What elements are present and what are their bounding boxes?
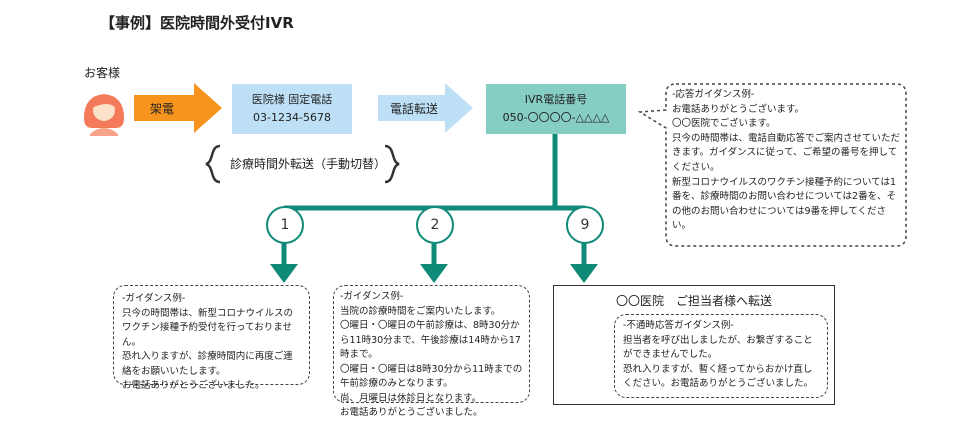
guidance-1-box: -ガイダンス例- 只今の時間帯は、新型コロナウイルスのワクチン接種予約受付を行っ…: [113, 285, 310, 391]
ivr-number-box: IVR電話番号 050-〇〇〇〇-△△△△: [486, 84, 626, 134]
guidance-2-line: 尚、月曜日は休診日となります。: [340, 392, 482, 404]
caller-woman-icon: [84, 94, 124, 136]
guidance-2-line: 〇曜日・〇曜日は8時30分から11時までの午前診療のみとなります。: [340, 363, 523, 390]
guidance-1-line: お電話ありがとうございました。: [122, 380, 265, 391]
transfer-guidance-line: -不通時応答ガイダンス例-: [623, 320, 734, 331]
guidance-1-line: 恐れ入りますが、診療時間内に再度ご連絡をお願いいたします。: [122, 351, 293, 377]
call-label: 架電: [150, 102, 175, 116]
left-brace: [205, 144, 221, 184]
guidance-main-bubble: [637, 83, 907, 247]
transfer-guidance-line: 恐れ入りますが、暫く経ってからおかけ直しください。お電話ありがとうございました。: [623, 363, 814, 390]
guidance-main-line: お電話ありがとうございます。: [672, 103, 805, 115]
right-brace: [384, 144, 400, 184]
hospital-phone-title: 医院様 固定電話: [251, 93, 333, 106]
guidance-2-line: 当院の診療時間をご案内いたします。: [340, 305, 501, 317]
ivr-number-title: IVR電話番号: [524, 93, 588, 106]
guidance-main-line: 〇〇医院でございます。: [672, 118, 776, 130]
guidance-2-line: お電話ありがとうございました。: [340, 407, 483, 418]
guidance-main-line: 新型コロナウイルスのワクチン接種予約については1番を、診療時間のお問い合わせにつ…: [672, 176, 897, 232]
guidance-main-line: 只今の時間帯は、電話自動応答でご案内させていただきます。ガイダンスに従って、ご希…: [672, 132, 901, 173]
guidance-2-line: -ガイダンス例-: [340, 291, 404, 302]
guidance-main-line: -応答ガイダンス例-: [672, 89, 755, 100]
branch-9-circle: 9: [566, 206, 604, 244]
forward-arrow: [378, 83, 473, 133]
branch-9-arrowhead: [570, 264, 598, 283]
staff-transfer-box: 〇〇医院 ご担当者様へ転送 -不通時応答ガイダンス例- 担当者を呼び出しましたが…: [553, 285, 835, 405]
branch-2-circle: 2: [416, 206, 454, 244]
guidance-2-line: 〇曜日・〇曜日の午前診療は、8時30分から11時30分まで、午後診療は14時から…: [340, 320, 521, 360]
hospital-phone-box: 医院様 固定電話 03-1234-5678: [232, 84, 352, 134]
after-hours-transfer-note: 診療時間外転送（手動切替）: [230, 157, 387, 171]
transfer-guidance-line: 担当者を呼び出しましたが、お繋ぎすることができませんでした。: [623, 334, 813, 361]
branch-1-arrowhead: [270, 264, 298, 283]
guidance-1-line: 只今の時間帯は、新型コロナウイルスのワクチン接種予約受付を行っておりません。: [122, 307, 294, 348]
transfer-guidance-box: -不通時応答ガイダンス例- 担当者を呼び出しましたが、お繋ぎすることができません…: [614, 314, 828, 398]
page-title: 【事例】医院時間外受付IVR: [100, 14, 294, 32]
ivr-number-value: 050-〇〇〇〇-△△△△: [502, 111, 610, 124]
hospital-phone-number: 03-1234-5678: [253, 111, 331, 124]
guidance-1-line: -ガイダンス例-: [122, 293, 186, 304]
branch-1-circle: 1: [266, 206, 304, 244]
branch-2-arrowhead: [420, 264, 448, 283]
caller-label: お客様: [84, 66, 121, 80]
forward-label: 電話転送: [390, 102, 439, 116]
guidance-2-box: -ガイダンス例- 当院の診療時間をご案内いたします。 〇曜日・〇曜日の午前診療は…: [333, 285, 530, 418]
call-arrow: [134, 83, 222, 133]
staff-transfer-title: 〇〇医院 ご担当者様へ転送: [615, 294, 772, 308]
guidance-main-text: -応答ガイダンス例- お電話ありがとうございます。 〇〇医院でございます。 只今…: [672, 88, 902, 234]
